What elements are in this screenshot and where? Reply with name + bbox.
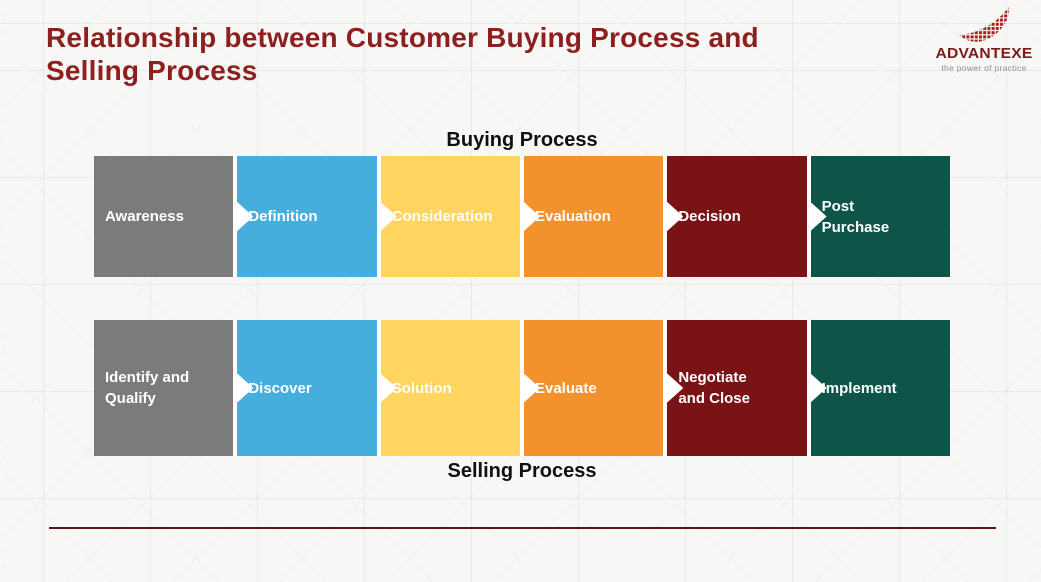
step-label: Negotiate and Close [678,369,750,407]
buying-process-row: Awareness Definition Consideration Evaluati… [94,156,950,277]
process-step-decision: Decision [663,156,807,277]
step-label: Awareness [105,208,184,225]
step-label: Implement [821,379,897,397]
process-step-negotiate-and-close: Negotiate and Close [663,320,807,456]
step-label: Discover [248,379,312,397]
step-label: Identify and Qualify [105,369,190,407]
process-step-awareness: Awareness [94,156,234,277]
arrow-right-icon [519,370,540,406]
arrow-right-icon [663,198,684,235]
arrow-right-icon [519,198,540,235]
arrow-right-icon [376,370,397,406]
logo-wordmark: ADVANTEXE [935,45,1033,62]
step-label: Decision [678,208,741,225]
process-step-evaluate: Evaluate [519,320,664,456]
arrow-right-icon [806,370,827,406]
process-step-evaluation: Evaluation [519,156,664,277]
selling-process-heading: Selling Process [447,460,597,482]
process-step-discover: Discover [233,320,377,456]
logo-swoosh-icon [958,7,1009,42]
process-step-consideration: Consideration [376,156,520,277]
step-label: Definition [248,208,318,225]
advantexe-logo: ADVANTEXE the power of practice [932,6,1036,73]
process-step-identify-and-qualify: Identify and Qualify [94,320,234,456]
step-label: Post Purchase [821,197,890,236]
logo-tagline: the power of practice [941,63,1027,73]
buying-process-heading: Buying Process [446,129,598,151]
process-step-implement: Implement [806,320,950,456]
process-step-solution: Solution [376,320,520,456]
arrow-right-icon [233,370,254,406]
selling-process-row: Identify and Qualify Discover Solution Eval… [94,320,950,456]
process-step-definition: Definition [233,156,377,277]
arrow-right-icon [376,198,397,235]
slide-title: Relationship between Customer Buying Pro… [46,22,759,86]
footer-divider-line [49,527,996,529]
step-label: Solution [391,379,452,397]
step-label: Consideration [391,208,493,225]
arrow-right-icon [233,198,254,235]
process-step-post-purchase: Post Purchase [806,156,950,277]
step-label: Evaluation [534,208,611,225]
step-label: Evaluate [534,379,597,397]
